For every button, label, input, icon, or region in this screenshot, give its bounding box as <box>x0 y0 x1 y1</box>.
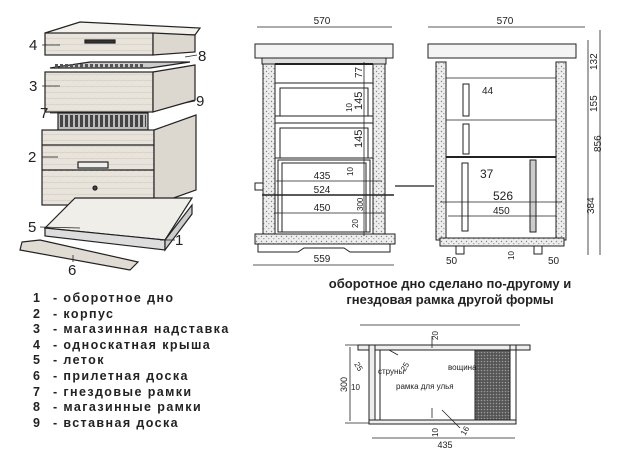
dim-50-left: 50 <box>446 256 458 267</box>
legend-text: - магазинные рамки <box>53 400 203 415</box>
legend-item: 7 - гнездовые рамки <box>33 385 230 401</box>
dim-10a: 10 <box>345 103 354 112</box>
hive-callouts: 4 8 3 9 7 2 5 1 6 <box>28 37 206 279</box>
callout-6: 6 <box>68 262 76 279</box>
legend-item: 4 - односкатная крыша <box>33 338 230 354</box>
legend-item: 9 - вставная доска <box>33 416 230 432</box>
dim-width-bottom: 559 <box>314 254 331 265</box>
legend-item: 5 - леток <box>33 353 230 369</box>
callout-5: 5 <box>28 219 36 236</box>
callout-7: 7 <box>40 105 48 122</box>
super-box <box>44 64 196 113</box>
legend-number: 1 <box>33 291 42 305</box>
front-view-dimensions: 570 559 77 10 145 145 10 435 524 450 300… <box>314 16 365 265</box>
dim-frame-10b: 10 <box>431 428 440 437</box>
callout-2: 2 <box>28 149 36 166</box>
dim-side-width-top: 570 <box>497 16 514 27</box>
legend-text: - прилетная доска <box>53 368 189 383</box>
dim-frame-300: 300 <box>339 377 349 392</box>
legend-item: 3 - магазинная надставка <box>33 322 230 338</box>
legend-text: - корпус <box>53 306 115 321</box>
callout-4: 4 <box>29 37 37 54</box>
dim-frame-435: 435 <box>437 440 452 450</box>
brood-frames <box>57 112 149 131</box>
legend-text: - односкатная крыша <box>53 337 212 352</box>
dim-526: 526 <box>493 189 513 203</box>
dim-856: 856 <box>593 135 604 152</box>
hive-illustration <box>19 21 202 271</box>
callout-3: 3 <box>29 78 37 95</box>
legend-number: 7 <box>33 384 42 399</box>
dim-frame-16: 16 <box>459 424 472 437</box>
dim-10b: 10 <box>346 167 355 176</box>
legend-text: - вставная доска <box>53 415 179 430</box>
dim-20: 20 <box>351 219 360 228</box>
dim-435: 435 <box>314 171 331 182</box>
legend-number: 8 <box>33 400 42 415</box>
callout-9: 9 <box>196 93 204 110</box>
dim-145a: 145 <box>353 92 365 110</box>
legend-number: 4 <box>33 337 42 352</box>
callout-8: 8 <box>198 48 206 65</box>
legend-item: 6 - прилетная доска <box>33 369 230 385</box>
dim-frame-25b: 25 <box>352 361 365 374</box>
legend-number: 3 <box>33 322 42 337</box>
dim-37: 37 <box>480 167 494 181</box>
side-view-dimensions: 570 44 37 526 450 132 155 856 384 10 50 … <box>446 16 604 267</box>
dim-145b: 145 <box>353 130 365 148</box>
dim-300: 300 <box>356 197 365 211</box>
dim-132: 132 <box>589 53 600 70</box>
dim-frame-10a: 10 <box>351 383 360 392</box>
legend-number: 5 <box>33 353 42 368</box>
dim-77: 77 <box>354 66 365 78</box>
legend-text: - леток <box>53 353 105 368</box>
legend-text: - оборотное дно <box>53 291 175 305</box>
frame-drawing <box>345 324 531 439</box>
legend-item: 2 - корпус <box>33 307 230 323</box>
super-frames <box>49 61 191 69</box>
dim-384: 384 <box>586 197 597 214</box>
dim-side-450: 450 <box>493 206 510 217</box>
legend-number: 9 <box>33 415 42 430</box>
dim-44: 44 <box>482 86 494 97</box>
front-section-view <box>253 26 434 266</box>
dim-155: 155 <box>589 95 600 112</box>
label-strings: струны <box>378 367 404 376</box>
roof <box>44 21 202 56</box>
parts-legend: 1 - оборотное дно 2 - корпус 3 - магазинная… <box>33 291 230 431</box>
caption: оборотное дно сделано по-другому и гнезд… <box>300 276 600 308</box>
legend-text: - магазинная надставка <box>53 322 230 337</box>
bottom-board <box>43 197 194 252</box>
label-frame: рамка для улья <box>396 382 454 391</box>
landing-board <box>19 239 140 271</box>
dim-frame-20: 20 <box>431 331 440 340</box>
legend-text: - гнездовые рамки <box>53 384 193 399</box>
dim-50-right: 50 <box>548 256 560 267</box>
dim-side-10: 10 <box>507 251 516 260</box>
caption-line-1: оборотное дно сделано по-другому и <box>328 276 572 291</box>
legend-item: 8 - магазинные рамки <box>33 400 230 416</box>
side-section-view <box>427 26 601 255</box>
body-box <box>41 114 197 206</box>
caption-line-2: гнездовая рамка другой формы <box>346 292 554 307</box>
callout-1: 1 <box>175 232 183 249</box>
dim-524: 524 <box>314 185 331 196</box>
dim-450: 450 <box>314 203 331 214</box>
label-foundation: вощина <box>448 363 477 372</box>
legend-number: 6 <box>33 368 42 383</box>
legend-item: 1 - оборотное дно <box>33 291 230 307</box>
legend-number: 2 <box>33 306 42 321</box>
dim-width-top: 570 <box>314 16 331 27</box>
